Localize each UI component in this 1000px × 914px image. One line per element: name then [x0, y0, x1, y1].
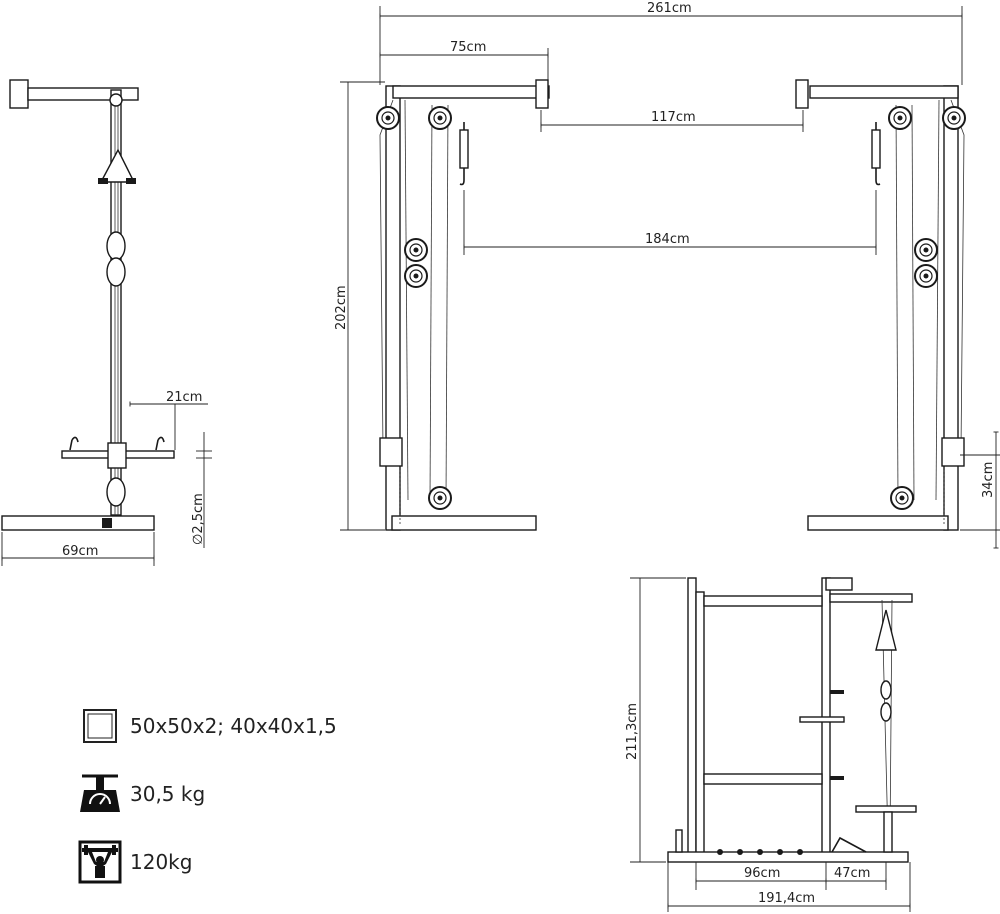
dim-rack-depth-extra: 47cm [834, 866, 870, 881]
weightlifter-icon [78, 840, 122, 884]
dim-bar-offset: 21cm [166, 390, 202, 405]
dim-handle-gap: 184cm [645, 232, 690, 247]
rack-view [630, 577, 917, 912]
dim-front-height: 202cm [334, 285, 349, 330]
dim-bar-diameter: ∅2,5cm [191, 493, 206, 545]
scale-icon [80, 774, 120, 812]
spec-legend: 50x50x2; 40x40x1,5 30,5 kg 120kg [78, 700, 378, 904]
side-view [1, 79, 212, 566]
profile-spec: 50x50x2; 40x40x1,5 [130, 714, 337, 738]
max-load-spec: 120kg [130, 850, 193, 874]
legend-max-load: 120kg [78, 836, 378, 888]
front-view [340, 6, 1000, 549]
legend-profile: 50x50x2; 40x40x1,5 [78, 700, 378, 752]
dim-rack-total-depth: 191,4cm [758, 891, 815, 906]
dim-low-pulley-height: 34cm [981, 462, 996, 498]
weight-spec: 30,5 kg [130, 782, 206, 806]
dim-total-width: 261cm [647, 1, 692, 16]
dim-rack-depth-main: 96cm [744, 866, 780, 881]
square-profile-icon [83, 709, 117, 743]
dim-rack-height: 211,3cm [625, 703, 640, 760]
dim-arm-length: 75cm [450, 40, 486, 55]
dim-side-depth: 69cm [62, 544, 98, 559]
legend-weight: 30,5 kg [78, 768, 378, 820]
dim-arm-gap: 117cm [651, 110, 696, 125]
